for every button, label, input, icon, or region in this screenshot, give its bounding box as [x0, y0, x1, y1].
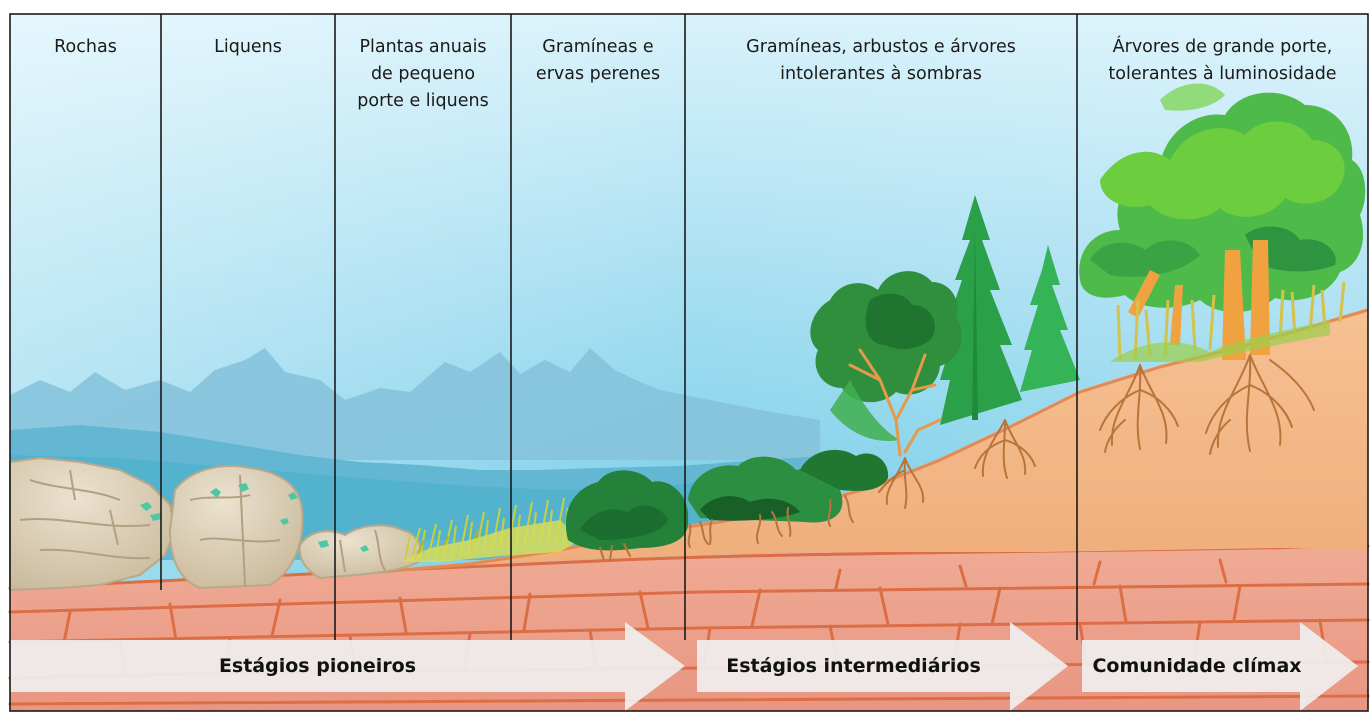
- column-dividers: [160, 14, 1078, 640]
- arrow-climax-community: [1082, 622, 1358, 711]
- stage-label-intermediarios: Estágios intermediários: [726, 655, 981, 677]
- column-label-gramineas-ervas: Gramíneas e ervas perenes: [535, 37, 661, 84]
- stage-label-climax: Comunidade clímax: [1092, 655, 1302, 677]
- column-label-liquens: Liquens: [214, 37, 282, 57]
- stage-label-pioneiros: Estágios pioneiros: [218, 655, 417, 677]
- soil-layer: [380, 308, 1368, 570]
- conifer-trees: [940, 195, 1080, 425]
- far-mountains: [10, 348, 820, 460]
- column-label-arvores-grande-porte: Árvores de grande porte, tolerantes à lu…: [1108, 37, 1337, 84]
- column-label-rochas: Rochas: [54, 37, 117, 57]
- diagram-frame: [9, 13, 1369, 712]
- shade-intolerant-tree: [810, 271, 962, 457]
- arrow-intermediate-stages: [697, 622, 1068, 711]
- grass-base: [400, 520, 580, 562]
- arrow-pioneer-stages: [10, 622, 685, 711]
- column-label-gramineas-arbustos-arvores: Gramíneas, arbustos e árvores intolerant…: [746, 37, 1016, 84]
- perennial-shrubs: [565, 449, 889, 551]
- plant-roots: [599, 354, 1315, 561]
- column-label-plantas-anuais: Plantas anuais de pequeno porte e liquen…: [357, 37, 489, 111]
- climax-forest: [1079, 83, 1366, 362]
